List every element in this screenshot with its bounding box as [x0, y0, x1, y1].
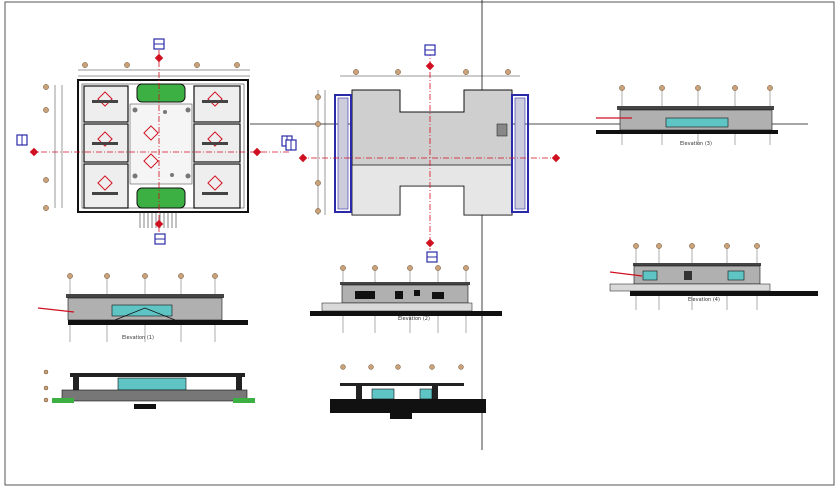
elevation-3: Elevation (3) [596, 85, 778, 147]
elevation-3-label: Elevation (3) [680, 141, 712, 147]
elevation-1-label: Elevation (1) [122, 335, 154, 341]
section-a [43, 369, 255, 409]
roof-plan [300, 50, 560, 250]
section-b [330, 364, 486, 419]
drawing-border [4, 1, 835, 486]
section-marker-icon [285, 44, 438, 263]
elevation-4-label: Elevation (4) [688, 297, 720, 303]
floor-plan [30, 50, 290, 240]
elevation-4: Elevation (4) [609, 243, 818, 310]
level-marker-icon [29, 53, 262, 229]
elevation-1: Elevation (1) [37, 273, 248, 342]
elevation-2: Elevation (2) [310, 265, 502, 333]
elevation-2-label: Elevation (2) [398, 316, 430, 322]
